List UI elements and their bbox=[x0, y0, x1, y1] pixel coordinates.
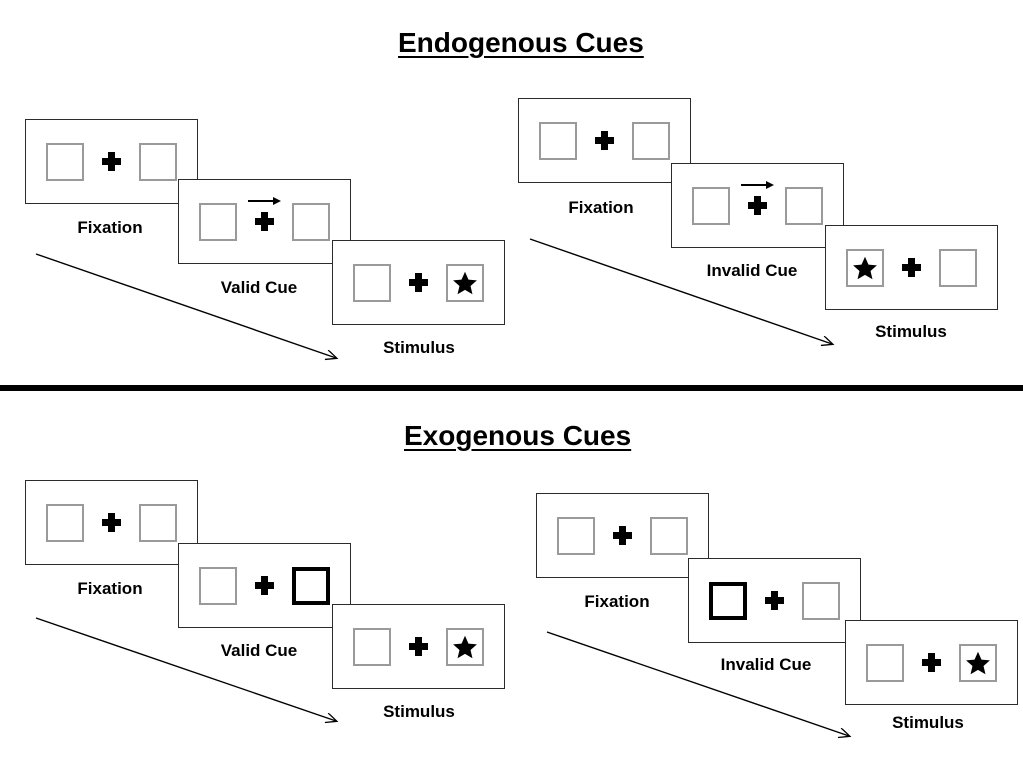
star-target-icon bbox=[853, 256, 877, 279]
step-label-endogenous-valid-stimulus: Stimulus bbox=[383, 338, 455, 357]
stimulus-row bbox=[46, 503, 177, 542]
panel-exogenous-valid-cue[interactable] bbox=[178, 543, 351, 628]
right-placeholder-box bbox=[650, 516, 688, 555]
fixation-cross-icon bbox=[409, 637, 428, 656]
fixation-cross-icon bbox=[102, 152, 121, 171]
stimulus-row bbox=[709, 581, 840, 620]
section-divider bbox=[0, 385, 1023, 391]
panel-exogenous-valid-stimulus[interactable] bbox=[332, 604, 505, 689]
left-placeholder-box bbox=[557, 516, 595, 555]
right-target-box bbox=[446, 263, 484, 302]
fixation-cross-icon bbox=[102, 513, 121, 532]
right-placeholder-box bbox=[632, 121, 670, 160]
left-placeholder-box bbox=[46, 503, 84, 542]
step-label-exogenous-invalid-cue: Invalid Cue bbox=[720, 655, 812, 674]
step-label-exogenous-valid-stimulus: Stimulus bbox=[383, 702, 455, 721]
step-label-endogenous-valid-cue: Valid Cue bbox=[220, 278, 298, 297]
left-placeholder-box bbox=[199, 202, 237, 241]
stimulus-row bbox=[46, 142, 177, 181]
step-label-exogenous-valid-cue: Valid Cue bbox=[220, 641, 298, 660]
fixation-cross-icon bbox=[409, 273, 428, 292]
panel-endogenous-invalid-fixation[interactable] bbox=[518, 98, 691, 183]
left-placeholder-box bbox=[353, 263, 391, 302]
fixation-cross-icon bbox=[613, 526, 632, 545]
stimulus-row bbox=[353, 263, 484, 302]
right-placeholder-box bbox=[139, 503, 177, 542]
stimulus-row bbox=[199, 197, 330, 241]
panel-endogenous-valid-fixation[interactable] bbox=[25, 119, 198, 204]
right-placeholder-box bbox=[802, 581, 840, 620]
right-placeholder-box bbox=[939, 248, 977, 287]
right-target-box bbox=[959, 643, 997, 682]
fixation-cross-icon bbox=[595, 131, 614, 150]
left-placeholder-box bbox=[539, 121, 577, 160]
stimulus-row bbox=[846, 248, 977, 287]
step-label-endogenous-invalid-fixation: Fixation bbox=[568, 198, 634, 217]
star-target-icon bbox=[453, 271, 477, 294]
stimulus-row bbox=[353, 627, 484, 666]
step-label-endogenous-invalid-stimulus: Stimulus bbox=[875, 322, 947, 341]
panel-endogenous-valid-stimulus[interactable] bbox=[332, 240, 505, 325]
left-target-box bbox=[846, 248, 884, 287]
right-placeholder-box bbox=[139, 142, 177, 181]
right-placeholder-box bbox=[292, 202, 330, 241]
left-cued-box bbox=[709, 581, 747, 620]
section-title-endogenous: Endogenous Cues bbox=[398, 27, 644, 58]
step-label-exogenous-valid-fixation: Fixation bbox=[77, 579, 143, 598]
left-placeholder-box bbox=[353, 627, 391, 666]
step-label-exogenous-invalid-stimulus: Stimulus bbox=[892, 713, 964, 732]
star-target-icon bbox=[453, 635, 477, 658]
stimulus-row bbox=[539, 121, 670, 160]
stimulus-row bbox=[557, 516, 688, 555]
step-label-endogenous-valid-fixation: Fixation bbox=[77, 218, 143, 237]
right-placeholder-box bbox=[785, 186, 823, 225]
step-label-endogenous-invalid-cue: Invalid Cue bbox=[706, 261, 798, 280]
step-label-exogenous-invalid-fixation: Fixation bbox=[584, 592, 650, 611]
star-target-icon bbox=[966, 651, 990, 674]
arrow-cue-right-icon bbox=[247, 197, 281, 205]
stimulus-row bbox=[692, 181, 823, 225]
fixation-cross-icon bbox=[255, 576, 274, 595]
fixation-cross-icon bbox=[902, 258, 921, 277]
fixation-cross-icon bbox=[765, 591, 784, 610]
stimulus-row bbox=[866, 643, 997, 682]
fixation-cross-icon bbox=[247, 197, 281, 231]
right-target-box bbox=[446, 627, 484, 666]
fixation-cross-icon bbox=[740, 181, 774, 215]
section-title-exogenous: Exogenous Cues bbox=[404, 420, 632, 451]
panel-endogenous-invalid-stimulus[interactable] bbox=[825, 225, 998, 310]
left-placeholder-box bbox=[199, 566, 237, 605]
fixation-cross-icon bbox=[922, 653, 941, 672]
panel-exogenous-invalid-stimulus[interactable] bbox=[845, 620, 1018, 705]
left-placeholder-box bbox=[46, 142, 84, 181]
arrow-cue-right-icon bbox=[740, 181, 774, 189]
panel-exogenous-invalid-cue[interactable] bbox=[688, 558, 861, 643]
left-placeholder-box bbox=[866, 643, 904, 682]
panel-exogenous-valid-fixation[interactable] bbox=[25, 480, 198, 565]
panel-exogenous-invalid-fixation[interactable] bbox=[536, 493, 709, 578]
panel-endogenous-invalid-cue[interactable] bbox=[671, 163, 844, 248]
panel-endogenous-valid-cue[interactable] bbox=[178, 179, 351, 264]
left-placeholder-box bbox=[692, 186, 730, 225]
right-cued-box bbox=[292, 566, 330, 605]
stimulus-row bbox=[199, 566, 330, 605]
